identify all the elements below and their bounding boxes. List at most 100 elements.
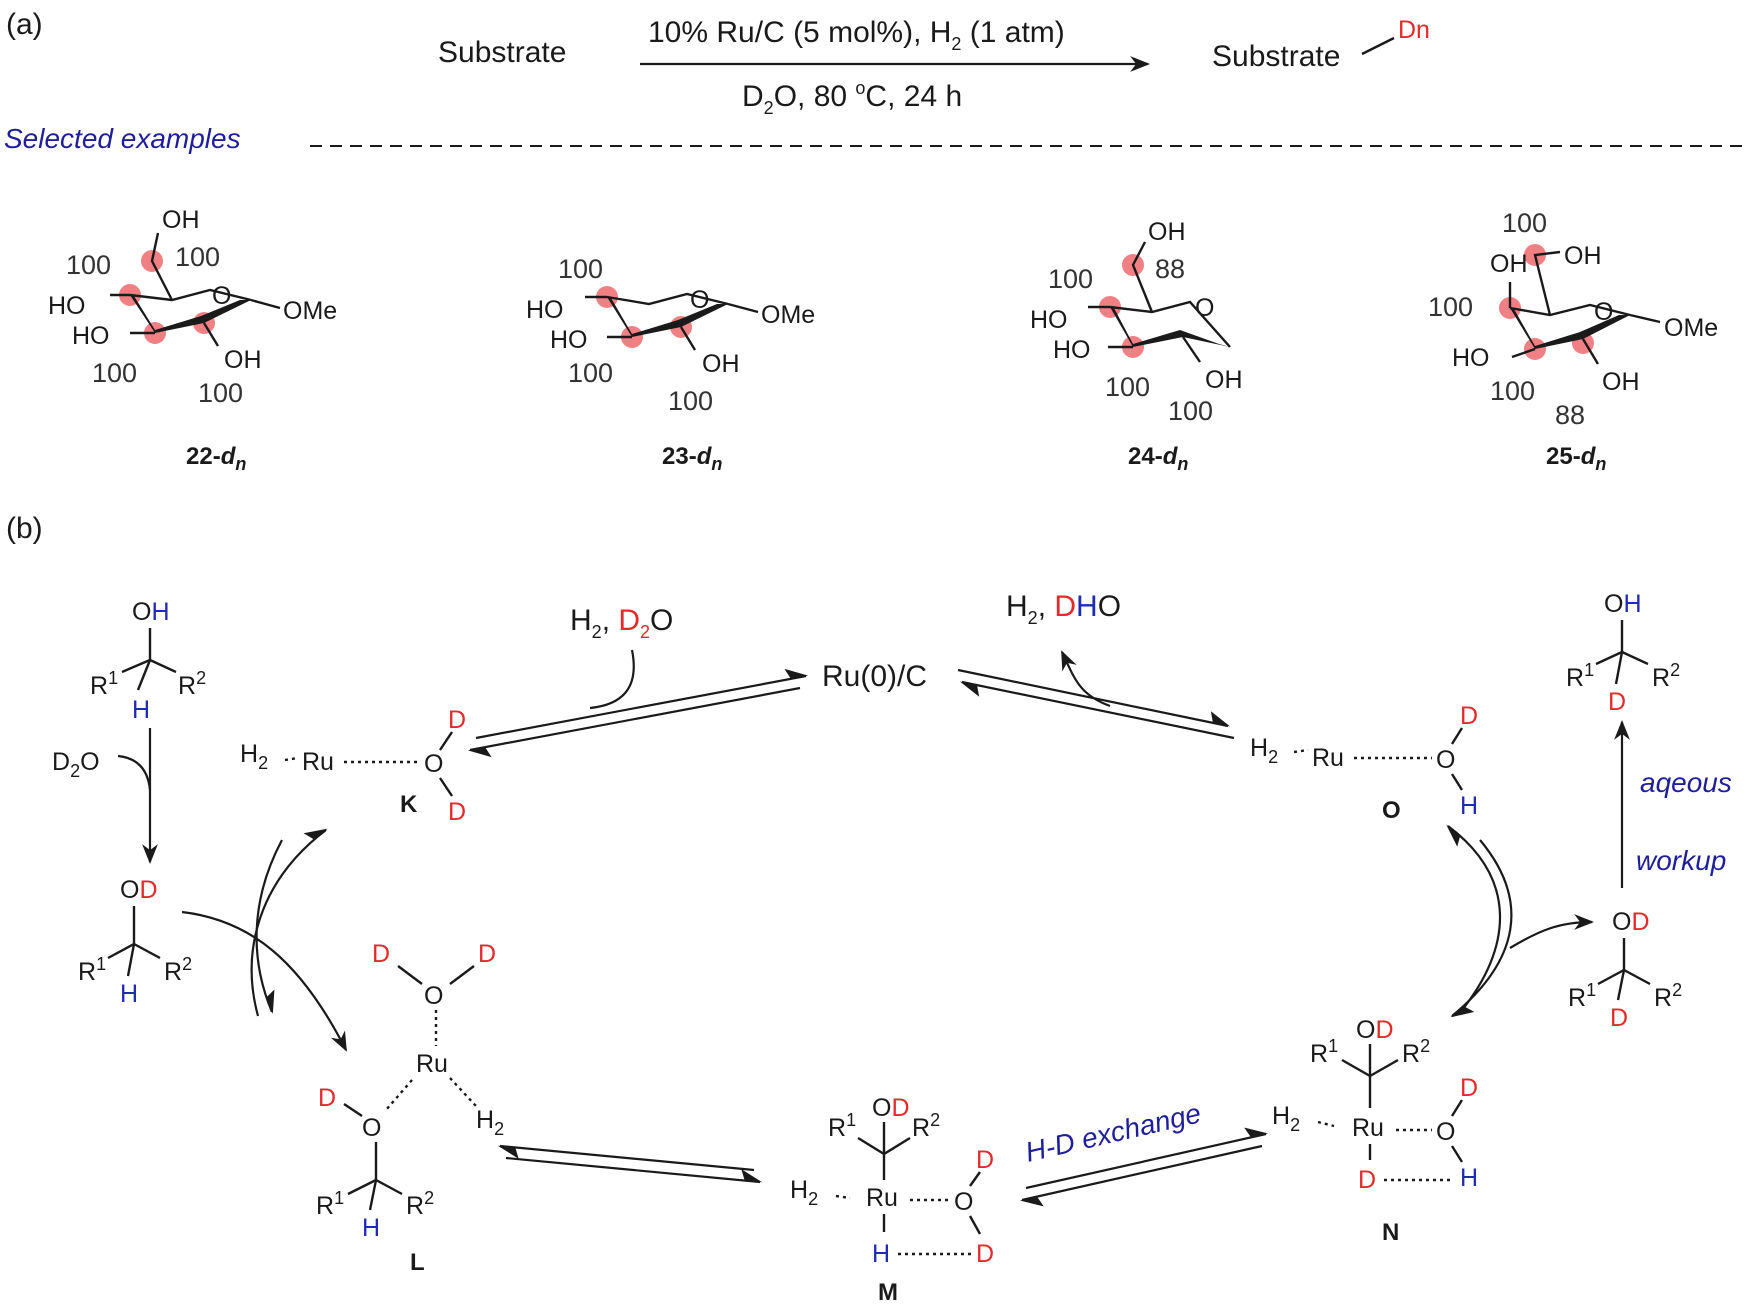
r2-group: R2	[1402, 1036, 1430, 1068]
bond	[136, 659, 152, 691]
d2o-reagent: D2O	[52, 748, 100, 781]
bond	[1450, 1099, 1464, 1117]
bond	[1341, 1058, 1371, 1078]
atom-ome: OMe	[761, 301, 815, 329]
ruthenium: Ru	[1312, 744, 1344, 772]
hydrogen: H	[362, 1214, 380, 1242]
bond	[149, 658, 177, 674]
intermediate-label: K	[400, 791, 418, 818]
ruthenium: Ru	[866, 1184, 898, 1212]
substituent-bonds	[1088, 241, 1201, 363]
bond	[1450, 727, 1464, 745]
deuterated-alcohol-product: OH R1 R2 D	[1566, 590, 1680, 716]
atom-oh: OH	[224, 346, 262, 374]
atom-ho: HO	[526, 296, 564, 324]
r1-group: R1	[90, 668, 118, 700]
section-title: Selected examples	[4, 123, 241, 154]
deuteroxyl: OD	[872, 1094, 910, 1122]
hydroxyl: OH	[132, 598, 170, 626]
bond	[368, 1179, 378, 1211]
hydroxyl: OH	[1604, 590, 1642, 618]
bond	[883, 1136, 911, 1156]
bond	[347, 1178, 377, 1196]
deuteration-percent: 100	[1490, 376, 1535, 406]
equilibrium-forward	[1025, 1127, 1269, 1190]
ring-front-wedge	[1510, 308, 1630, 349]
r2-group: R2	[178, 668, 206, 700]
substituent-bonds	[585, 295, 759, 351]
ring-front-wedge	[607, 297, 728, 337]
deuteration-percent: 100	[558, 254, 603, 284]
substituent-bonds	[110, 232, 281, 347]
deuteration-percent: 100	[198, 378, 243, 408]
bond	[107, 942, 135, 960]
hydrogen: H	[1460, 1164, 1478, 1192]
oxygen: O	[424, 750, 443, 778]
compound-24: OH O HO HO OH 88 100 100 100 24-dn	[1030, 218, 1243, 474]
bond	[439, 777, 453, 797]
deuterium: D	[1610, 1004, 1628, 1032]
atom-ho: HO	[550, 326, 588, 354]
intermediate-label: L	[410, 1249, 425, 1276]
hashed-bond	[284, 756, 299, 762]
ring-oxygen: O	[690, 286, 709, 314]
hydrogen: H	[872, 1240, 890, 1268]
r2-group: R2	[164, 954, 192, 986]
bond	[1623, 968, 1651, 986]
reagent-curve	[117, 754, 152, 791]
conditions-bottom: D2O, 80 oC, 24 h	[742, 78, 962, 118]
equilibrium-forward	[1446, 824, 1502, 1011]
deuteroxyl: OD	[1612, 908, 1650, 936]
bond	[1597, 968, 1625, 986]
compound-number: 23-dn	[662, 443, 722, 474]
panel-a-label: (a)	[6, 8, 43, 41]
deuterated-alcohol-left: OD R1 R2 H	[78, 876, 192, 1008]
equilibrium-reverse	[959, 680, 1235, 740]
deuteration-percent: 100	[1502, 208, 1547, 238]
deuterium: D	[372, 940, 390, 968]
atom-oh: OH	[162, 206, 200, 234]
alcohol-substrate: OH R1 R2 H	[90, 598, 206, 724]
intermediate-n: OD R1 R2 H2 Ru O D H D N	[1272, 1016, 1478, 1246]
bond	[1450, 773, 1464, 791]
atom-oh: OH	[702, 350, 740, 378]
bond	[1621, 650, 1649, 666]
deuteration-percent: 100	[1428, 292, 1473, 322]
bond	[969, 1171, 981, 1187]
bond	[857, 1136, 885, 1156]
ring-oxygen: O	[1594, 298, 1613, 326]
atom-oh: OH	[1148, 218, 1186, 246]
deuterium: D	[976, 1240, 994, 1268]
bond	[1595, 650, 1623, 666]
substrate-entry-arrow	[181, 910, 347, 1052]
intermediate-k: H2 Ru O D D K	[240, 706, 466, 826]
intermediate-o: H2 Ru O D H O	[1250, 702, 1478, 824]
deuteration-percent: 100	[1048, 264, 1093, 294]
r1-group: R1	[1310, 1036, 1338, 1068]
atom-ho: HO	[1053, 336, 1091, 364]
h2-ligand: H2	[1272, 1102, 1300, 1135]
atom-ho: HO	[1030, 306, 1068, 334]
atom-ho: HO	[72, 322, 110, 350]
intermediate-label: M	[878, 1279, 898, 1306]
deuteration-percent: 88	[1555, 400, 1585, 430]
bond	[126, 943, 136, 977]
bond	[1616, 969, 1626, 1001]
hashed-bond	[385, 1079, 413, 1111]
deuteroxyl: OD	[120, 876, 158, 904]
r2-group: R2	[406, 1188, 434, 1220]
ruthenium: Ru	[416, 1050, 448, 1078]
bond	[1369, 1058, 1399, 1078]
r1-group: R1	[1568, 980, 1596, 1012]
bond	[375, 1178, 403, 1196]
compound-number: 24-dn	[1128, 443, 1188, 474]
atom-oh: OH	[1490, 250, 1528, 278]
bond	[121, 658, 151, 674]
atom-ome: OMe	[283, 297, 337, 325]
r2-group: R2	[912, 1110, 940, 1142]
panel-b-label: (b)	[6, 512, 43, 545]
ring-oxygen: O	[212, 282, 231, 310]
reagent-out-arrow	[1061, 650, 1111, 708]
